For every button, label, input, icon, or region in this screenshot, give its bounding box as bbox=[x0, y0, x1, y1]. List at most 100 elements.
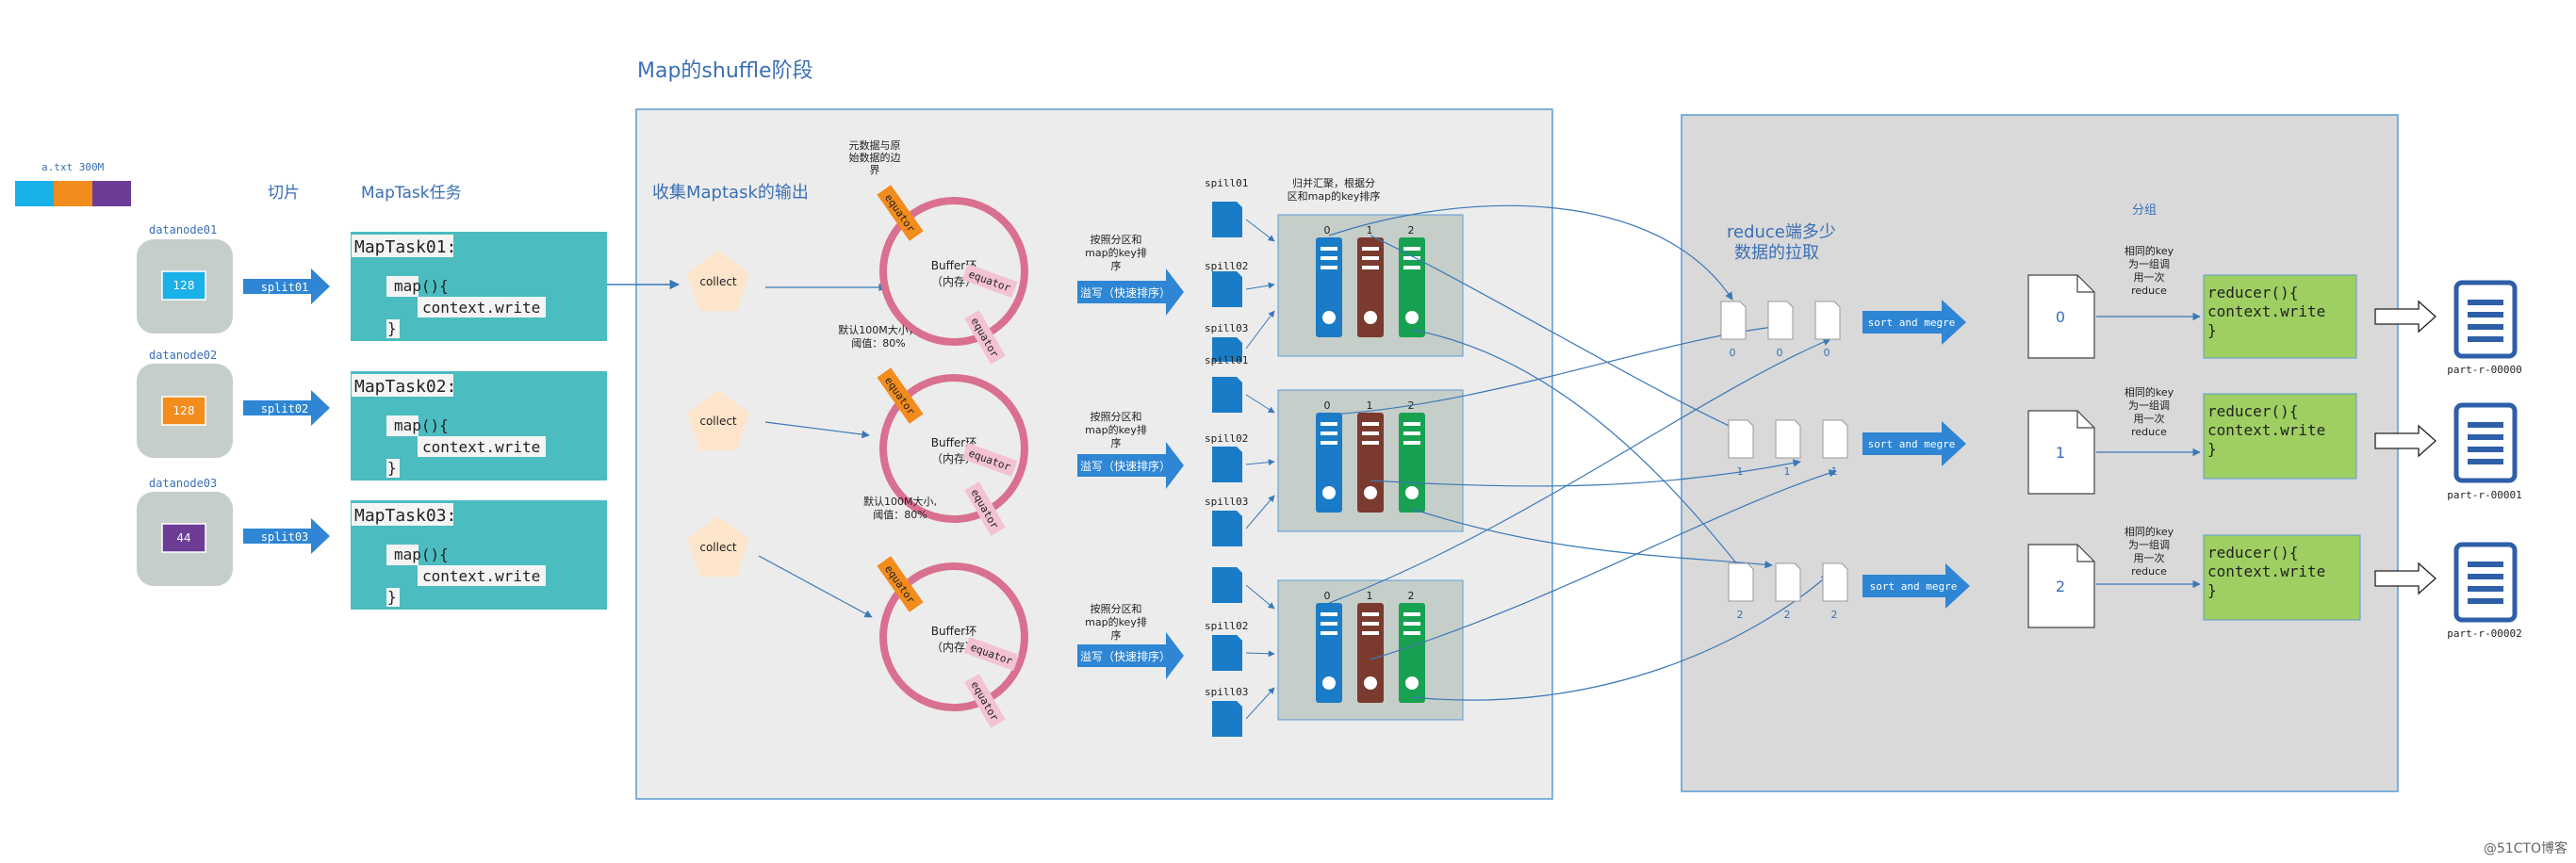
split-arrow bbox=[243, 390, 330, 426]
svg-text:0: 0 bbox=[1730, 347, 1736, 359]
svg-text:按照分区和: 按照分区和 bbox=[1091, 233, 1142, 246]
svg-text:0: 0 bbox=[1824, 347, 1830, 359]
spill-arrow bbox=[1077, 442, 1184, 489]
svg-text:2: 2 bbox=[1408, 224, 1415, 236]
svg-text:为一组调: 为一组调 bbox=[2128, 257, 2170, 270]
code-map: map(){ bbox=[394, 416, 449, 434]
svg-text:为一组调: 为一组调 bbox=[2128, 538, 2170, 551]
merge-note: 归并汇聚，根据分 bbox=[1292, 176, 1375, 189]
spill-file-icon bbox=[1212, 635, 1242, 671]
svg-text:0: 0 bbox=[1324, 399, 1331, 412]
merge-note: 区和map的key排序 bbox=[1288, 189, 1381, 203]
buffer-ring bbox=[879, 197, 1028, 346]
svg-text:reduce: reduce bbox=[2131, 565, 2167, 578]
svg-text:2: 2 bbox=[1737, 609, 1744, 621]
maptask-header: MapTask任务 bbox=[361, 184, 462, 203]
sort-merge-arrow bbox=[1862, 421, 1966, 466]
svg-text:用一次: 用一次 bbox=[2134, 270, 2165, 284]
default-size-note: 阈值：80% bbox=[873, 508, 927, 521]
svg-text:reducer(){: reducer(){ bbox=[2207, 284, 2298, 301]
sort-merge-arrow bbox=[1862, 563, 1970, 609]
spill-arrow bbox=[1077, 632, 1184, 679]
data-block-size: 128 bbox=[173, 404, 195, 417]
spill-file-icon bbox=[1212, 447, 1242, 482]
merged-partition-group: 0 1 2 bbox=[1277, 214, 1464, 357]
svg-text:按照分区和: 按照分区和 bbox=[1091, 602, 1142, 615]
reduce-fetch-header-1: reduce端多少 bbox=[1727, 222, 1836, 242]
partition-sort-note: 按照分区和 map的key排 序 bbox=[1085, 233, 1147, 272]
maptask-title: MapTask02: bbox=[354, 377, 456, 397]
split-header: 切片 bbox=[268, 184, 300, 203]
file-block-2 bbox=[54, 181, 92, 206]
spill-label: spill03 bbox=[1205, 496, 1248, 508]
datanode-label: datanode01 bbox=[149, 223, 217, 236]
collect-to-buffer-arrow bbox=[758, 555, 873, 618]
collect-label: collect bbox=[699, 541, 737, 554]
buffer-label: Buffer环 bbox=[931, 259, 976, 272]
spill-label: spill03 bbox=[1205, 686, 1248, 698]
svg-text:}: } bbox=[2207, 321, 2217, 339]
collect-label: collect bbox=[699, 415, 737, 428]
data-block bbox=[161, 270, 206, 301]
spill-arrow-label: 溢写（快速排序） bbox=[1080, 649, 1171, 663]
svg-text:序: 序 bbox=[1111, 259, 1122, 272]
svg-text:1: 1 bbox=[1784, 465, 1791, 478]
svg-text:map的key排: map的key排 bbox=[1085, 615, 1147, 628]
output-doc-icon bbox=[2453, 542, 2518, 623]
default-size-note: 阈值：80% bbox=[851, 336, 905, 350]
code-map: map(){ bbox=[394, 545, 449, 563]
spill-file-icon bbox=[1212, 701, 1242, 737]
partition-doc bbox=[2027, 410, 2095, 495]
datanode-label: datanode03 bbox=[149, 477, 217, 490]
default-size-note: 默认100M大小， bbox=[838, 323, 919, 336]
merged-partition-group: 0 1 2 bbox=[1277, 389, 1464, 532]
svg-text:1: 1 bbox=[1831, 465, 1838, 478]
collect-output-header: 收集Maptask的输出 bbox=[652, 183, 809, 203]
spill-file-icon bbox=[1212, 337, 1242, 362]
doc-fold bbox=[2076, 411, 2094, 429]
output-arrow bbox=[2374, 300, 2437, 334]
output-file-label: part-r-00000 bbox=[2447, 364, 2521, 376]
fetched-partition-files: 2 2 2 bbox=[1728, 562, 1848, 621]
file-block-1 bbox=[15, 181, 54, 206]
spill-label: spill01 bbox=[1205, 177, 1248, 189]
fetched-partition-files: 0 0 0 bbox=[1720, 301, 1841, 359]
split-arrow-label: split02 bbox=[261, 402, 309, 415]
svg-text:1: 1 bbox=[1737, 465, 1744, 478]
code-close-bg bbox=[386, 459, 400, 478]
group-note: 相同的key 为一组调 用一次 reduce bbox=[2125, 385, 2174, 438]
maptask-title: MapTask01: bbox=[354, 237, 456, 257]
partition-doc-label: 2 bbox=[2056, 578, 2065, 595]
spill-arrow-label: 溢写（快速排序） bbox=[1080, 285, 1171, 300]
svg-text:1: 1 bbox=[1367, 399, 1373, 412]
output-file-label: part-r-00001 bbox=[2447, 489, 2521, 501]
fetched-partition-files: 1 1 1 bbox=[1728, 419, 1848, 478]
output-arrow bbox=[2374, 562, 2437, 595]
svg-text:map的key排: map的key排 bbox=[1085, 423, 1147, 436]
code-line-bg bbox=[386, 545, 418, 565]
reducer-box: reducer(){ context.write } bbox=[2203, 393, 2357, 480]
svg-text:map的key排: map的key排 bbox=[1085, 246, 1147, 259]
collect-shape bbox=[687, 516, 749, 577]
partition-doc bbox=[2027, 544, 2095, 628]
code-close-bg bbox=[386, 319, 400, 338]
svg-text:}: } bbox=[2207, 440, 2217, 458]
buffer-ring bbox=[879, 374, 1028, 523]
svg-text:reduce: reduce bbox=[2131, 426, 2167, 438]
collect-shape bbox=[687, 251, 749, 311]
diagram-title: Map的shuffle阶段 bbox=[637, 59, 813, 83]
code-line-bg bbox=[386, 276, 418, 297]
buffer-label: Buffer环 bbox=[931, 625, 976, 638]
svg-text:相同的key: 相同的key bbox=[2125, 525, 2174, 538]
file-block-3 bbox=[92, 181, 131, 206]
maptask-title-bg bbox=[352, 374, 453, 397]
spill-label: spill01 bbox=[1205, 354, 1248, 366]
buffer-ring bbox=[879, 562, 1028, 711]
spill-file-icon bbox=[1212, 567, 1242, 603]
svg-text:0: 0 bbox=[1324, 590, 1331, 602]
spill-label: spill02 bbox=[1205, 432, 1248, 445]
reducer-box: reducer(){ context.write } bbox=[2203, 274, 2357, 359]
code-write: context.write bbox=[422, 299, 540, 317]
code-close: } bbox=[387, 319, 397, 337]
